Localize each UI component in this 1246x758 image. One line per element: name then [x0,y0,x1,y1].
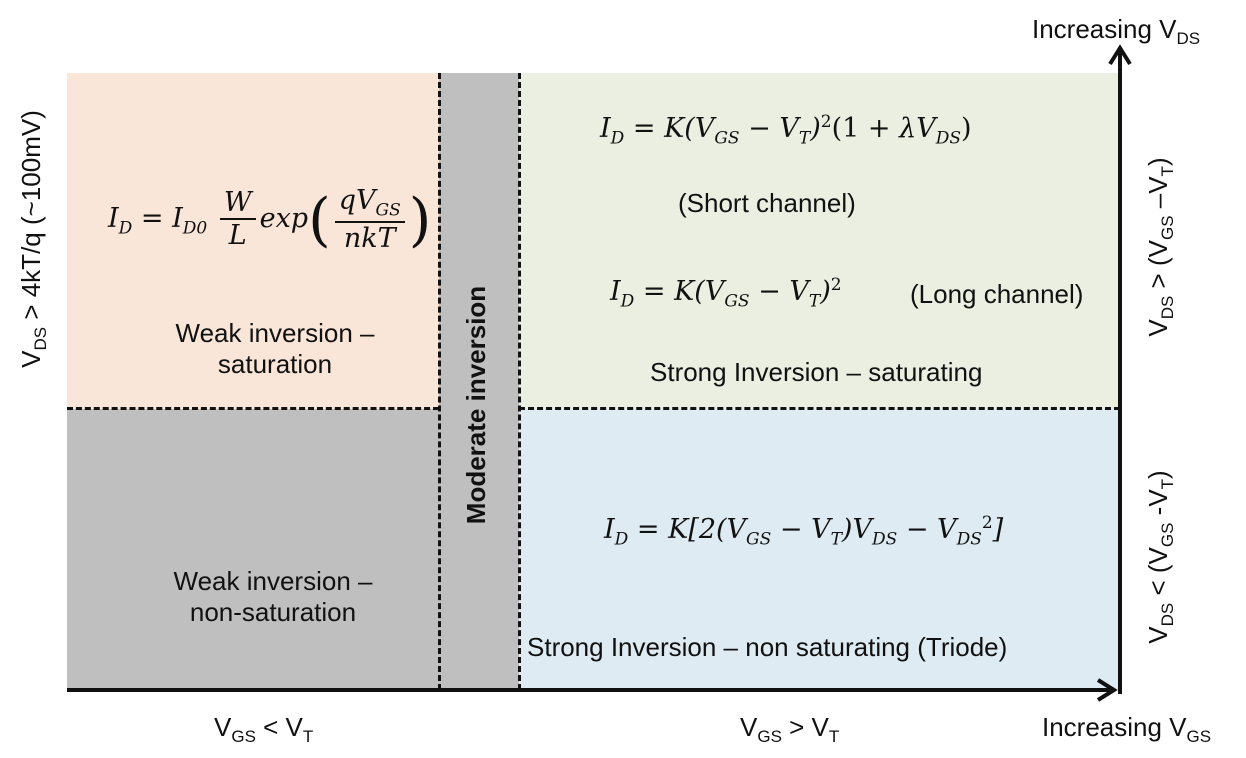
y-label-vds-threshold: VDS > 4kT/q (~100mV) [16,110,51,368]
long-channel-equation: ID = K(VGS − VT)2 [610,275,842,312]
x-label-vgs-greater-vt: VGS > VT [740,712,840,747]
x-axis-arrowhead [1096,678,1118,702]
y-label-vds-less-overdrive: VDS < (VGS -VT) [1143,470,1178,644]
moderate-inversion-region [439,73,519,690]
strong-saturation-boundary [519,407,1120,410]
triode-equation: ID = K[2(VGS − VT)VDS − VDS2] [604,513,1004,550]
moderate-inversion-label: Moderate inversion [461,285,491,525]
short-channel-note: (Short channel) [678,188,856,218]
weak-saturation-boundary [67,407,439,410]
strong-triode-region [519,409,1120,690]
y-label-vds-greater-overdrive: VDS > (VGS –VT) [1143,157,1178,337]
x-label-vgs-less-vt: VGS < VT [214,712,314,747]
strong-saturation-label: Strong Inversion – saturating [650,357,983,387]
increasing-vds-label: Increasing VDS [1032,14,1201,49]
moderate-left-boundary [438,73,441,690]
moderate-right-boundary [518,73,521,690]
long-channel-note: (Long channel) [910,279,1084,309]
strong-triode-label: Strong Inversion – non saturating (Triod… [527,632,1008,662]
weak-nonsaturation-label: Weak inversion – non-saturation [173,566,373,628]
weak-nonsaturation-region [67,409,439,690]
weak-saturation-region [67,73,439,409]
strong-saturation-region [519,73,1120,409]
short-channel-equation: ID = K(VGS − VT)2(1 + λVDS) [600,112,972,149]
increasing-vgs-label: Increasing VGS [1042,712,1212,747]
weak-saturation-label: Weak inversion – saturation [175,318,375,380]
y-axis-arrowhead [1108,44,1132,66]
